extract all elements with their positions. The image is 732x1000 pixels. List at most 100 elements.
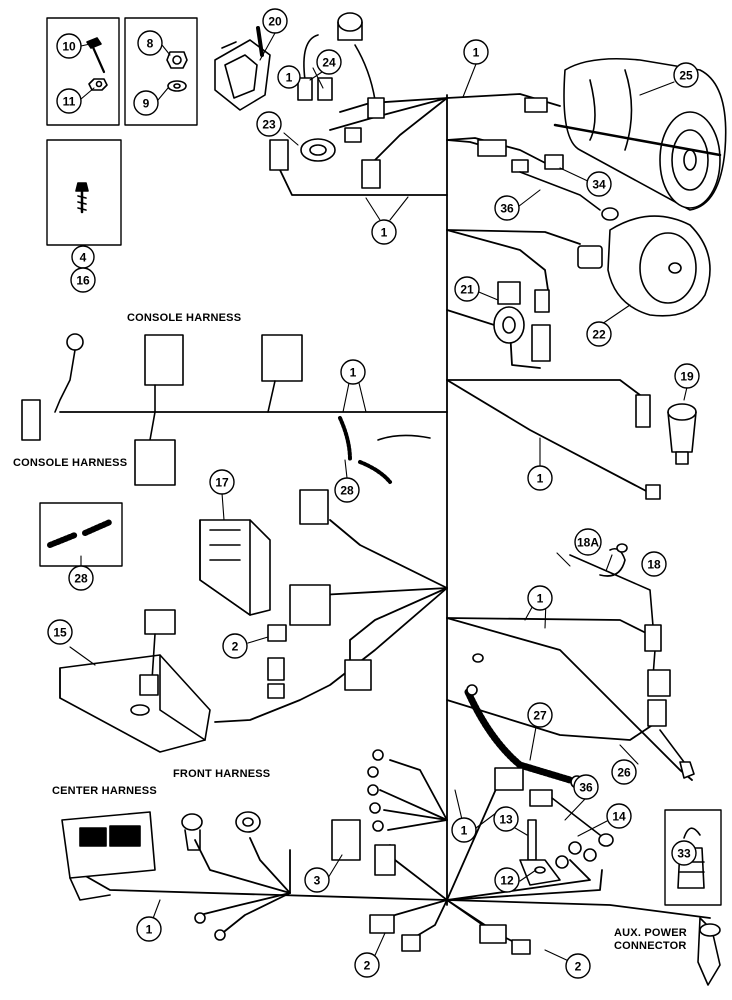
svg-text:1: 1 xyxy=(473,46,480,60)
callout-3: 3 xyxy=(304,867,330,893)
center-harness-switch xyxy=(61,811,261,941)
svg-text:3: 3 xyxy=(314,874,321,888)
aux-power-connector xyxy=(697,917,721,986)
cable-26 xyxy=(659,729,695,779)
callout-1-mid-right: 1 xyxy=(527,465,553,491)
callout-9: 9 xyxy=(133,90,159,116)
aux-power-label-line1: AUX. POWER xyxy=(614,927,687,939)
svg-text:11: 11 xyxy=(63,95,76,109)
svg-text:19: 19 xyxy=(680,370,694,384)
callout-28-bottom: 28 xyxy=(68,565,94,591)
callout-13: 13 xyxy=(493,806,519,832)
svg-text:2: 2 xyxy=(575,960,582,974)
callout-23: 23 xyxy=(256,111,282,137)
inset-box-4-16 xyxy=(46,139,122,246)
switch-20 xyxy=(214,26,271,111)
svg-text:1: 1 xyxy=(537,472,544,486)
svg-text:1: 1 xyxy=(350,366,357,380)
callout-33: 33 xyxy=(671,840,697,866)
blower-housing-25 xyxy=(553,57,727,211)
callout-28-top: 28 xyxy=(334,477,360,503)
svg-text:14: 14 xyxy=(612,810,626,824)
callout-36-top: 36 xyxy=(494,195,520,221)
svg-text:28: 28 xyxy=(340,484,354,498)
callout-1-console: 1 xyxy=(340,359,366,385)
callouts: 1 20 1 24 25 23 1 34 36 22 21 19 1 1 28 … xyxy=(47,8,700,979)
lighter-19 xyxy=(635,394,697,500)
callout-1-bottom-left: 1 xyxy=(136,916,162,942)
callout-25: 25 xyxy=(673,62,699,88)
callout-1-top: 1 xyxy=(463,39,489,65)
console-connectors xyxy=(21,333,303,486)
svg-text:34: 34 xyxy=(592,178,606,192)
pressure-switch-21 xyxy=(493,281,551,362)
callout-1-upper-left: 1 xyxy=(277,65,301,89)
inset-box-10-11 xyxy=(46,17,120,126)
wire-sleeve-28 xyxy=(338,416,431,484)
svg-text:33: 33 xyxy=(677,847,691,861)
connector-2-mid xyxy=(267,624,372,699)
callout-14: 14 xyxy=(606,803,632,829)
svg-text:21: 21 xyxy=(460,283,474,297)
control-module-17 xyxy=(199,489,331,626)
front-harness-label: FRONT HARNESS xyxy=(173,768,271,780)
callout-2-bottom-right: 2 xyxy=(565,953,591,979)
svg-text:1: 1 xyxy=(286,71,293,85)
svg-text:9: 9 xyxy=(143,97,150,111)
callout-18: 18 xyxy=(641,551,667,577)
aux-power-label-line2: CONNECTOR xyxy=(614,940,687,952)
svg-text:10: 10 xyxy=(62,40,76,54)
svg-text:25: 25 xyxy=(679,69,693,83)
svg-text:18A: 18A xyxy=(577,536,599,550)
callout-22: 22 xyxy=(586,321,612,347)
console-harness-label-left: CONSOLE HARNESS xyxy=(13,457,128,469)
cable-18 xyxy=(569,543,671,727)
svg-text:27: 27 xyxy=(533,709,547,723)
svg-text:1: 1 xyxy=(146,923,153,937)
svg-text:1: 1 xyxy=(537,592,544,606)
callout-36-bottom: 36 xyxy=(573,774,599,800)
callout-1-near-24: 1 xyxy=(371,219,397,245)
svg-text:2: 2 xyxy=(364,959,371,973)
callout-2-left: 2 xyxy=(222,633,248,659)
callout-19: 19 xyxy=(674,363,700,389)
callout-1-right-middle: 1 xyxy=(527,585,553,611)
svg-text:20: 20 xyxy=(268,15,282,29)
svg-text:36: 36 xyxy=(579,781,593,795)
callout-15: 15 xyxy=(47,619,73,645)
svg-text:4: 4 xyxy=(80,251,87,265)
center-harness-label: CENTER HARNESS xyxy=(52,785,157,797)
callout-17: 17 xyxy=(209,469,235,495)
svg-text:15: 15 xyxy=(53,626,67,640)
inset-leaders xyxy=(80,43,171,101)
stud-assembly-12-13 xyxy=(494,767,614,886)
callout-18a: 18A xyxy=(574,528,602,556)
svg-text:16: 16 xyxy=(76,274,90,288)
connector-34 xyxy=(477,97,619,221)
svg-text:8: 8 xyxy=(147,37,154,51)
svg-text:18: 18 xyxy=(647,558,661,572)
ring-terminals-front xyxy=(331,749,396,876)
ground-strap-27 xyxy=(464,653,584,789)
connector-24 xyxy=(297,12,385,119)
callout-26: 26 xyxy=(611,759,637,785)
svg-text:22: 22 xyxy=(592,328,606,342)
sensor-23 xyxy=(269,127,381,189)
svg-text:1: 1 xyxy=(461,824,468,838)
svg-text:24: 24 xyxy=(322,56,336,70)
callout-1-front: 1 xyxy=(451,817,477,843)
console-harness-label-top: CONSOLE HARNESS xyxy=(127,312,242,324)
callout-4: 4 xyxy=(71,245,95,269)
callout-24: 24 xyxy=(316,49,342,75)
svg-text:2: 2 xyxy=(232,640,239,654)
callout-8: 8 xyxy=(137,30,163,56)
blower-motor-22 xyxy=(577,215,711,317)
callout-20: 20 xyxy=(262,8,288,34)
svg-text:12: 12 xyxy=(500,874,514,888)
svg-text:1: 1 xyxy=(381,226,388,240)
connector-2-bottom xyxy=(369,914,531,955)
callout-16: 16 xyxy=(70,267,96,293)
svg-text:23: 23 xyxy=(262,118,276,132)
callout-11: 11 xyxy=(56,88,82,114)
